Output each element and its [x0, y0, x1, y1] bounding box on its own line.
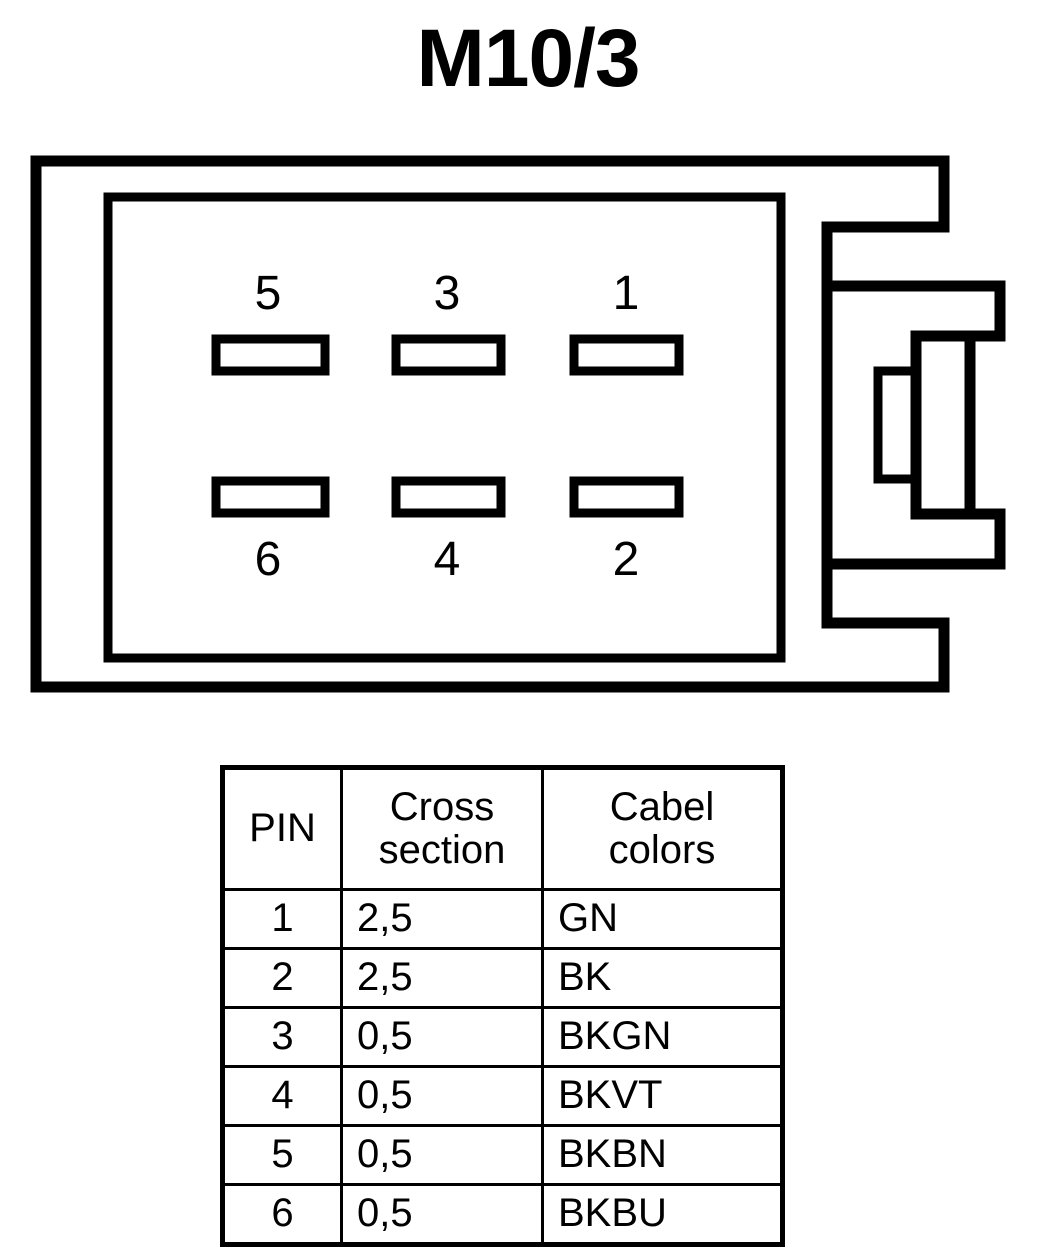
column-header-cross-section-line2: section: [378, 828, 506, 872]
table-row: 5 0,5 BKBN: [221, 1124, 784, 1186]
cell-cross-section: 2,5: [340, 947, 544, 1009]
cell-cable-colors: BKBN: [541, 1124, 784, 1186]
pin-number-4: 4: [433, 533, 461, 586]
connector-latch-inner-tab: [910, 330, 976, 520]
connector-inner-cavity: [103, 192, 786, 663]
cell-cable-colors: GN: [541, 888, 784, 950]
column-header-cable-colors: Cabel colors: [541, 766, 784, 891]
cell-pin: 4: [221, 1065, 343, 1127]
connector-latch-small-tab: [873, 366, 921, 484]
pin-slot-3: [391, 334, 506, 376]
pin-assignment-table: PIN Cross section Cabel colors 1 2,5 GN …: [220, 765, 785, 1247]
column-header-pin: PIN: [221, 766, 343, 891]
pin-slot-6: [211, 476, 330, 518]
cell-cross-section: 2,5: [340, 888, 544, 950]
pin-slot-5: [211, 334, 330, 376]
cell-pin: 6: [221, 1183, 343, 1246]
cell-cross-section: 0,5: [340, 1006, 544, 1068]
table-row: 1 2,5 GN: [221, 888, 784, 950]
pin-slot-2: [569, 476, 684, 518]
table-row: 2 2,5 BK: [221, 947, 784, 1009]
page-title: M10/3: [416, 13, 641, 104]
cell-cross-section: 0,5: [340, 1065, 544, 1127]
cell-cross-section: 0,5: [340, 1124, 544, 1186]
cell-pin: 1: [221, 888, 343, 950]
table-header-row: PIN Cross section Cabel colors: [221, 766, 784, 891]
pin-number-6: 6: [254, 533, 282, 586]
cell-cable-colors: BKGN: [541, 1006, 784, 1068]
cell-pin: 5: [221, 1124, 343, 1186]
connector-diagram: [30, 155, 1006, 693]
pin-number-5: 5: [254, 267, 282, 320]
column-header-cable-colors-line1: Cabel: [609, 784, 715, 829]
pin-number-3: 3: [433, 267, 461, 320]
cell-cable-colors: BK: [541, 947, 784, 1009]
cell-cable-colors: BKBU: [541, 1183, 784, 1246]
column-header-cross-section: Cross section: [340, 766, 544, 891]
cell-pin: 3: [221, 1006, 343, 1068]
pin-slot-4: [391, 476, 506, 518]
cell-cable-colors: BKVT: [541, 1065, 784, 1127]
table-row: 3 0,5 BKGN: [221, 1006, 784, 1068]
cell-cross-section: 0,5: [340, 1183, 544, 1246]
pin-number-2: 2: [612, 533, 640, 586]
column-header-cross-section-line1: Cross: [389, 784, 495, 829]
column-header-cable-colors-line2: colors: [608, 828, 716, 872]
table-body: 1 2,5 GN 2 2,5 BK 3 0,5 BKGN 4 0,5 BKVT …: [221, 888, 784, 1246]
table-row: 6 0,5 BKBU: [221, 1183, 784, 1246]
pin-number-1: 1: [612, 267, 640, 320]
connector-outer-housing: [30, 155, 950, 693]
pin-slot-1: [569, 334, 684, 376]
cell-pin: 2: [221, 947, 343, 1009]
table-row: 4 0,5 BKVT: [221, 1065, 784, 1127]
